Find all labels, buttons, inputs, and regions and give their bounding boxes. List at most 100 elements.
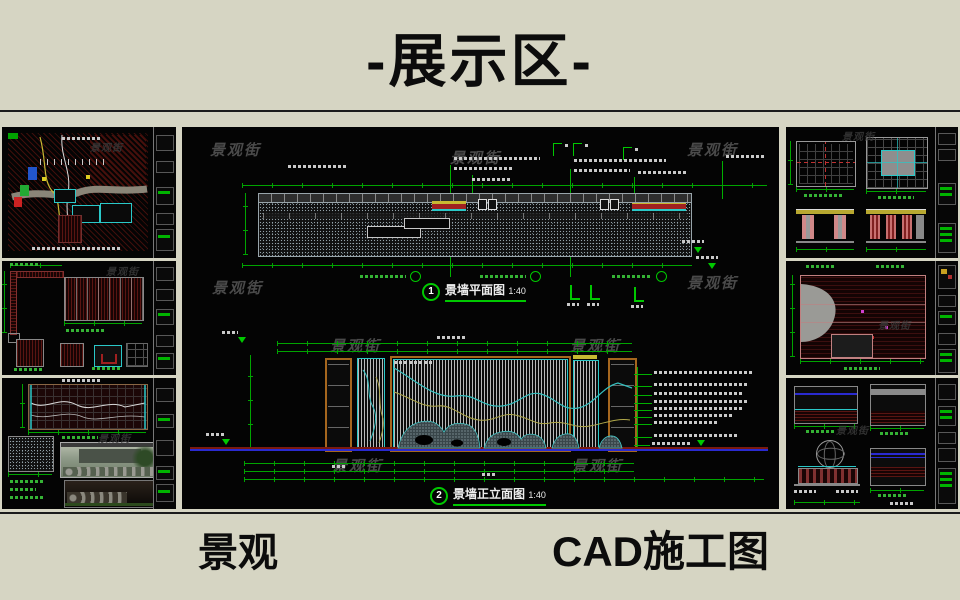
plan-post <box>600 199 609 210</box>
planter-yellow <box>432 201 466 204</box>
strip-cell <box>938 149 956 161</box>
legend-dot <box>86 175 90 179</box>
elevation-pier <box>608 358 637 452</box>
grid-lines <box>799 144 853 184</box>
strip-cell <box>156 267 174 281</box>
watermark: 景观街 <box>212 280 264 297</box>
elevation-title-text: 景墙正立面图 1:40 <box>453 485 546 506</box>
annotation-smudge <box>638 171 686 174</box>
annotation-smudge <box>804 194 844 197</box>
column-hatched <box>870 215 880 239</box>
leader-line <box>634 445 650 446</box>
strip-green-text <box>158 470 170 473</box>
strip-green-text <box>940 353 952 356</box>
dim-line <box>788 141 793 185</box>
magenta-dot <box>885 326 888 329</box>
dim-value <box>332 465 346 468</box>
level-value <box>682 240 704 243</box>
title-strip <box>935 378 958 509</box>
coping-band <box>871 389 925 395</box>
render-frame-top <box>61 443 169 447</box>
hatch-band <box>795 411 857 421</box>
water-line-cyan <box>798 466 856 467</box>
note-smudge <box>652 442 692 445</box>
level-marker <box>708 263 716 269</box>
plan-title-text: 景墙平面图 1:40 <box>445 281 526 302</box>
strip-green-text <box>940 472 952 475</box>
watermark: 景观街 <box>98 434 131 445</box>
strip-green-text <box>158 191 170 194</box>
dim-line <box>8 472 52 477</box>
wall-elevation-hatch <box>64 277 144 321</box>
centerline-cyan <box>897 138 898 188</box>
strip-cell <box>156 440 174 456</box>
title-strip <box>935 261 958 375</box>
annotation-smudge <box>32 247 122 250</box>
note-smudge <box>654 392 742 395</box>
elevation-scale: 1:40 <box>528 490 546 500</box>
plan-title: 1 景墙平面图 1:40 <box>422 281 526 302</box>
detail-hatch <box>60 343 84 367</box>
dim-line <box>248 355 253 449</box>
strip-green-text <box>940 227 952 230</box>
pavilion-elevation-b <box>866 207 926 245</box>
watermark: 景观街 <box>687 142 739 159</box>
post-lines <box>65 278 143 320</box>
thumb-roof-plan-sheet: 景观街 <box>786 261 958 375</box>
cut-number <box>565 144 570 147</box>
strip-cell <box>156 309 174 325</box>
annotation-smudge <box>878 196 914 199</box>
plan-wall-body <box>258 193 692 257</box>
annotation-smudge <box>66 329 106 332</box>
callout-bubble <box>530 271 541 282</box>
note-smudge <box>654 371 754 374</box>
legend-dot <box>42 177 46 181</box>
annotation-smudge <box>14 368 44 371</box>
legend-chip-blue <box>28 167 37 180</box>
note-smudge <box>654 414 734 417</box>
strip-cell <box>938 133 956 145</box>
pavilion-plan-b <box>866 137 928 189</box>
dim-line <box>866 189 926 194</box>
strip-cell <box>156 353 174 369</box>
annotation-smudge <box>10 263 40 266</box>
watermark: 景观街 <box>878 321 911 332</box>
pavilion-elevation-a <box>796 207 854 245</box>
callout-smudge <box>480 275 526 278</box>
plan-inner-cells <box>263 213 687 219</box>
tree-row <box>40 159 110 165</box>
annotation-smudge <box>574 169 630 172</box>
main-panel-slats <box>393 359 568 449</box>
dim-value <box>482 473 496 476</box>
leader-line <box>634 437 652 438</box>
section-ref-mark <box>590 285 600 300</box>
elevation-title: 2 景墙正立面图 1:40 <box>430 485 546 506</box>
cut-number <box>585 144 590 147</box>
footer-category: 景观 <box>198 531 278 575</box>
note-smudge <box>794 490 816 493</box>
section-ref-mark <box>634 287 644 302</box>
callout-bubble <box>656 271 667 282</box>
strip-cell <box>938 432 956 444</box>
pool-section-b <box>870 384 926 426</box>
dim-value <box>472 178 512 181</box>
wall-section-bar <box>10 271 64 278</box>
fountain-detail <box>794 440 860 498</box>
watermark: 景观街 <box>842 132 875 143</box>
water-line <box>871 457 925 458</box>
dim-line <box>244 461 634 466</box>
dim-line <box>277 341 632 346</box>
section-cut-mark <box>553 143 562 156</box>
annotation-smudge <box>806 265 836 268</box>
footer-type: CAD施工图 <box>552 528 769 575</box>
planter-cyan <box>432 209 466 211</box>
strip-cell <box>156 213 174 225</box>
leader-line <box>634 374 652 375</box>
strip-green-text <box>940 484 952 487</box>
column-gray <box>916 215 924 239</box>
annotation-smudge <box>10 488 36 491</box>
level-value <box>222 331 238 334</box>
strip-green-text <box>940 315 952 318</box>
base-line <box>796 241 854 243</box>
